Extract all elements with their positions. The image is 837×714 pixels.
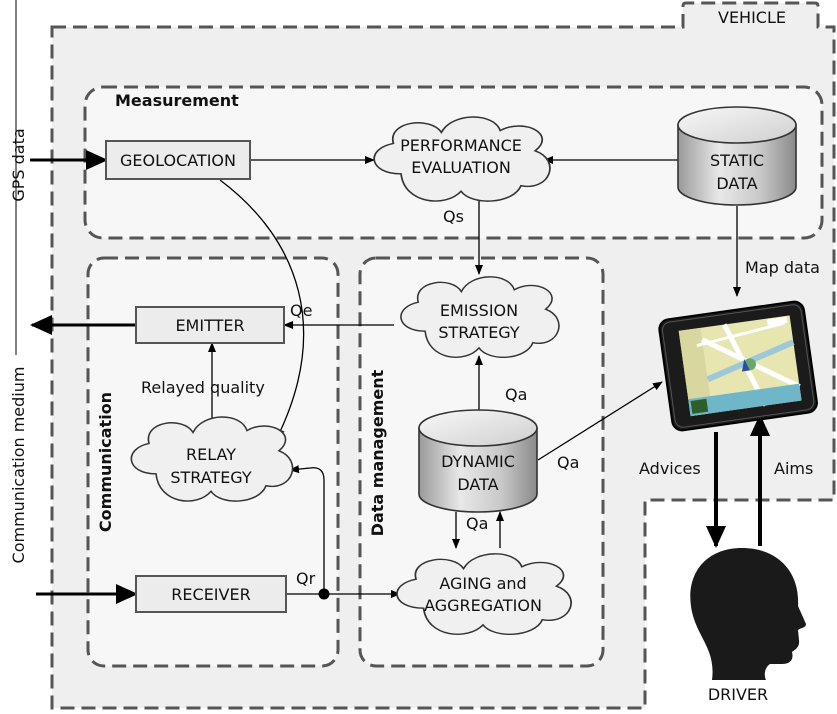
receiver-node: RECEIVER: [135, 575, 287, 613]
dynamic-line1: DYNAMIC: [441, 452, 515, 471]
relay-strategy-node: RELAY STRATEGY: [130, 416, 294, 502]
human-head-silhouette-icon: [690, 548, 806, 680]
qs-label: Qs: [443, 207, 464, 226]
emitter-node: EMITTER: [135, 306, 285, 344]
qe-label: Qe: [290, 301, 312, 320]
performance-line2: EVALUATION: [411, 158, 511, 177]
emission-line2: STRATEGY: [438, 323, 520, 342]
dynamic-to-device-arrow: [537, 381, 663, 461]
relay-line1: RELAY: [186, 445, 236, 464]
communication-medium-label: Communication medium: [9, 367, 28, 564]
relay-line2: STRATEGY: [170, 468, 252, 487]
qa-aging-label: Qa: [466, 514, 488, 533]
advices-label: Advices: [639, 459, 701, 478]
map-data-label: Map data: [745, 258, 820, 277]
gps-navigation-device-icon: [658, 300, 818, 432]
static-line1: STATIC: [710, 151, 764, 170]
performance-line1: PERFORMANCE: [400, 136, 522, 155]
gps-data-label: GPS data: [9, 128, 28, 201]
junction-dot: [318, 588, 330, 600]
qr-label: Qr: [296, 569, 316, 588]
vehicle-title: VEHICLE: [718, 8, 786, 27]
static-data-node: STATIC DATA: [677, 106, 797, 206]
driver-label: DRIVER: [708, 685, 768, 704]
relayed-quality-label: Relayed quality: [141, 378, 265, 397]
geolocation-label: GEOLOCATION: [120, 151, 236, 170]
static-line2: DATA: [716, 174, 757, 193]
junction-to-relay-arrow: [289, 465, 325, 594]
emission-strategy-node: EMISSION STRATEGY: [400, 276, 560, 359]
geo-to-relay-arrow: [219, 179, 305, 439]
receiver-label: RECEIVER: [171, 585, 250, 604]
aims-label: Aims: [774, 459, 813, 478]
qa-device-label: Qa: [557, 453, 579, 472]
performance-evaluation-node: PERFORMANCE EVALUATION: [373, 116, 551, 202]
aging-line2: AGGREGATION: [424, 596, 542, 615]
dynamic-line2: DATA: [457, 475, 498, 494]
geolocation-node: GEOLOCATION: [105, 140, 251, 180]
aging-line1: AGING and: [439, 574, 526, 593]
data-management-group-title: Data management: [368, 369, 387, 536]
qa-emission-label: Qa: [505, 385, 527, 404]
emitter-label: EMITTER: [175, 316, 244, 335]
dynamic-data-node: DYNAMIC DATA: [418, 409, 538, 513]
emission-line1: EMISSION: [440, 301, 518, 320]
aging-aggregation-node: AGING and AGGREGATION: [396, 553, 572, 636]
measurement-group-title: Measurement: [115, 91, 239, 110]
communication-group-title: Communication: [96, 392, 115, 532]
